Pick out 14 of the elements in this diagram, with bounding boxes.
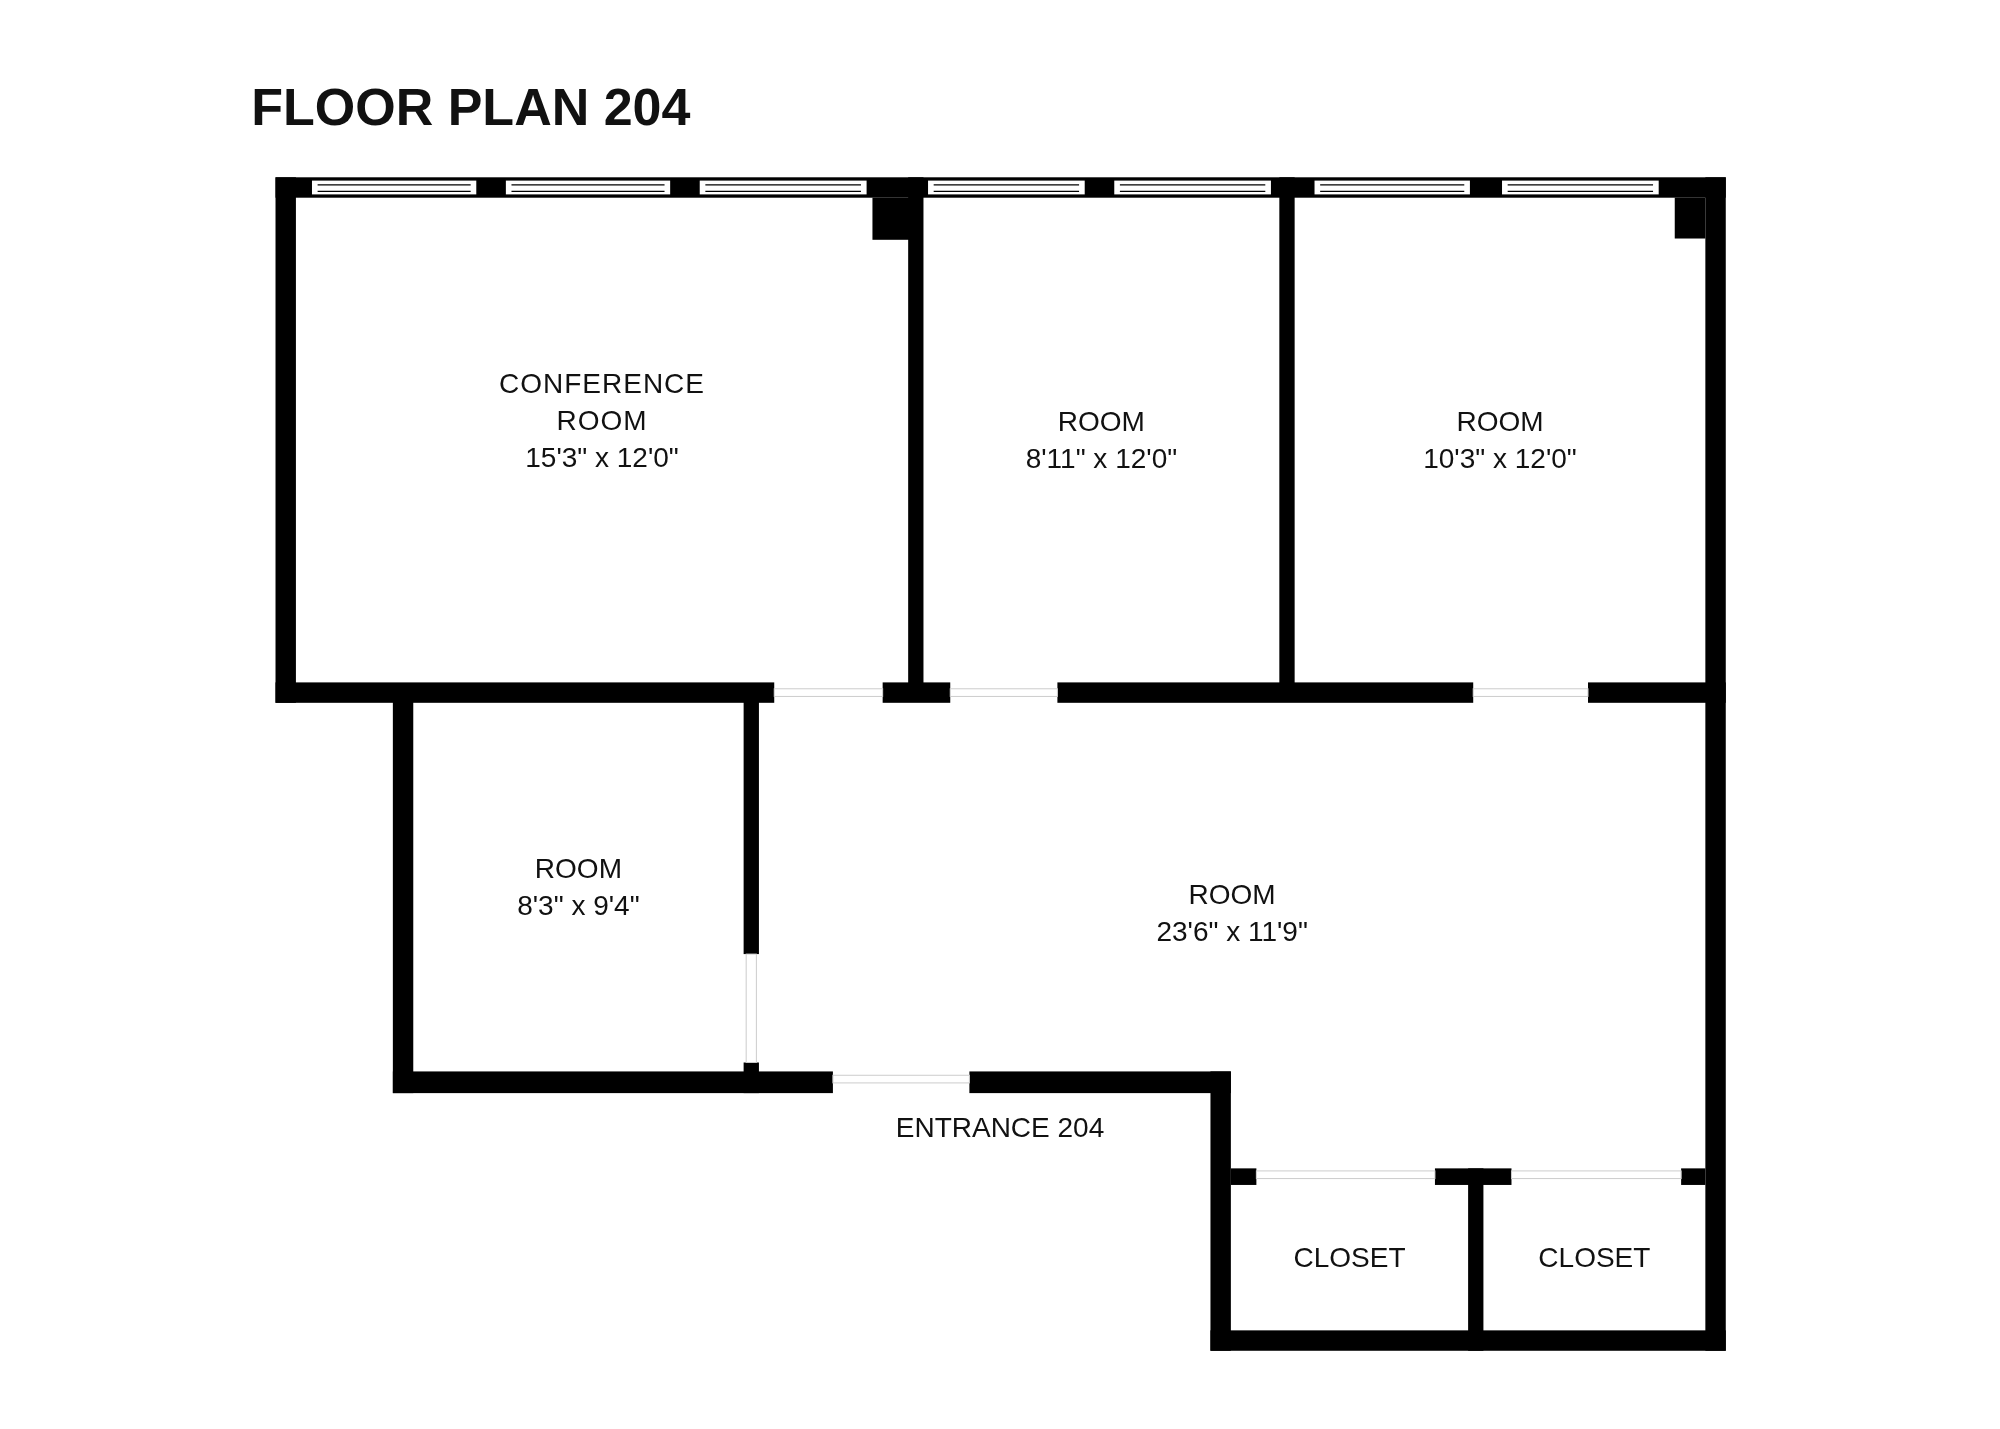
room-name: ROOM (1456, 405, 1544, 440)
room-name: ROOM (534, 852, 622, 887)
title: FLOOR PLAN 204 (251, 76, 691, 137)
room-dimensions: 23'6" x 11'9" (1156, 914, 1308, 949)
room-name: ROOM (1188, 877, 1276, 912)
room-dimensions: 10'3" x 12'0" (1423, 442, 1577, 477)
room-dimensions: 8'3" x 9'4" (517, 889, 640, 924)
entrance-label: ENTRANCE 204 (895, 1111, 1105, 1144)
room-dimensions: 15'3" x 12'0" (525, 441, 679, 476)
room-name: CONFERENCE ROOM (498, 367, 706, 439)
room-dimensions: 8'11" x 12'0" (1025, 442, 1178, 477)
room-name: CLOSET (1293, 1241, 1406, 1276)
room-name: ROOM (1057, 405, 1145, 440)
room-name: CLOSET (1538, 1241, 1651, 1276)
